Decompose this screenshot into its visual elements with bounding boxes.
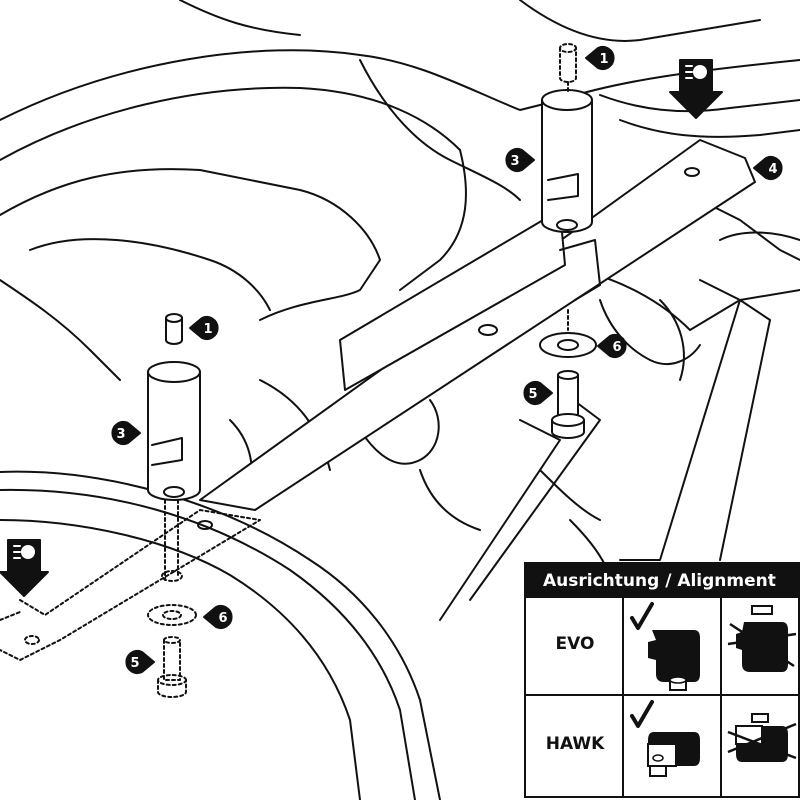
- evo-incorrect-cell: [727, 605, 797, 672]
- hawk-correct-cell: [630, 700, 700, 777]
- alignment-table-header: Ausrichtung / Alignment: [526, 564, 800, 598]
- callout-5-left: 5: [125, 650, 155, 674]
- alignment-table: Ausrichtung / Alignment EVO HAWK: [524, 562, 800, 798]
- spacer-lower: [147, 361, 201, 501]
- callout-3-lower: 3: [111, 421, 141, 445]
- svg-text:6: 6: [218, 611, 227, 626]
- callout-6-right: 6: [597, 334, 627, 358]
- svg-text:5: 5: [130, 656, 139, 671]
- crossed-out-icon: [727, 622, 797, 668]
- callout-1-lower: 1: [189, 316, 219, 340]
- callout-4: 4: [753, 156, 783, 180]
- callout-5-right: 5: [523, 381, 553, 405]
- checkmark-icon: [630, 700, 654, 728]
- table-divider: [720, 598, 722, 798]
- svg-text:3: 3: [510, 154, 519, 169]
- fender-arc: [0, 470, 441, 800]
- evo-lamp-inverted-icon: [736, 605, 788, 672]
- svg-text:1: 1: [203, 322, 212, 337]
- hawk-incorrect-cell: [727, 713, 797, 762]
- svg-text:3: 3: [116, 427, 125, 442]
- light-mount-icon: [669, 59, 723, 119]
- svg-text:6: 6: [612, 340, 621, 355]
- evo-correct-cell: [630, 602, 700, 691]
- hawk-lamp-upright-icon: [647, 732, 700, 777]
- spacer-upper: [541, 89, 593, 233]
- crossed-out-icon: [727, 722, 797, 760]
- checkmark-icon: [630, 602, 654, 630]
- svg-text:5: 5: [528, 387, 537, 402]
- bolt-left: [157, 636, 187, 698]
- row-label-evo: EVO: [555, 634, 595, 654]
- svg-text:1: 1: [599, 52, 608, 67]
- table-divider: [622, 598, 624, 798]
- evo-lamp-upright-icon: [648, 630, 700, 691]
- dowel-lower: [165, 313, 183, 345]
- bolt-right: [551, 370, 585, 439]
- svg-text:4: 4: [768, 162, 777, 177]
- washer-right: [539, 309, 597, 358]
- washer-left: [147, 570, 197, 626]
- row-label-hawk: HAWK: [545, 734, 605, 754]
- callout-6-left: 6: [203, 605, 233, 629]
- table-divider: [526, 694, 800, 696]
- light-mount-icon: [0, 539, 49, 597]
- dowel-upper: [559, 43, 577, 95]
- callout-3-upper: 3: [505, 148, 535, 172]
- light-bracket: [197, 139, 756, 530]
- callout-1-upper: 1: [585, 46, 615, 70]
- bracket-ghost: [0, 499, 261, 661]
